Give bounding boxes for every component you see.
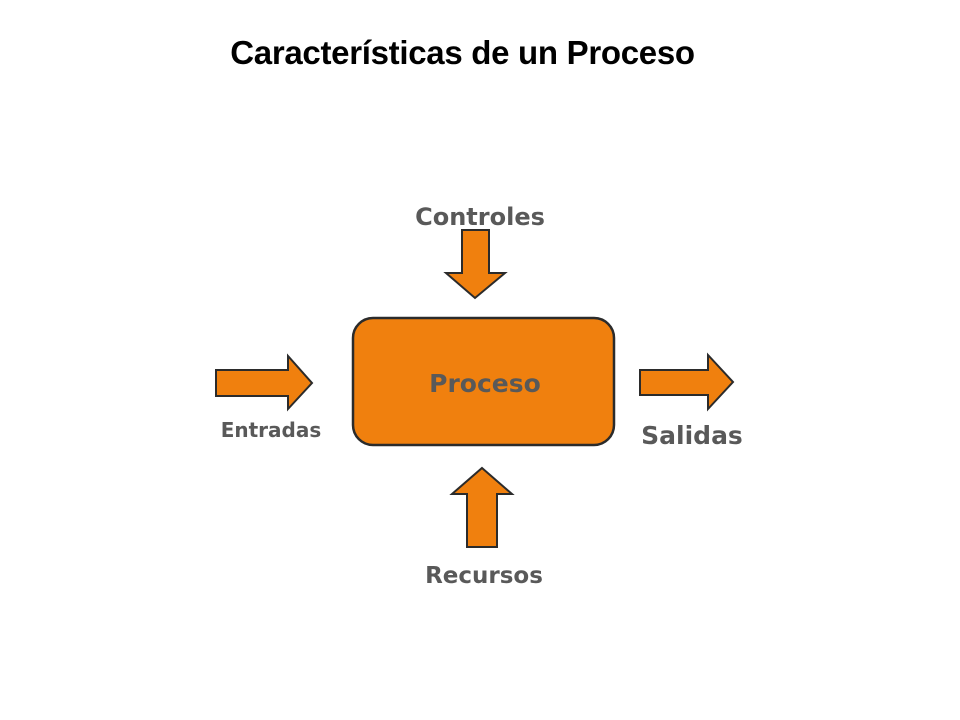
- slide-title: Características de un Proceso: [230, 34, 695, 71]
- controls-label: Controles: [415, 203, 545, 231]
- process-box: [351, 316, 616, 447]
- outputs-arrow: [639, 352, 735, 412]
- resources-label: Recursos: [425, 563, 543, 589]
- process-label: Proceso: [429, 369, 541, 398]
- inputs-label: Entradas: [221, 418, 322, 442]
- controls-arrow: [443, 229, 508, 300]
- outputs-label: Salidas: [641, 421, 743, 450]
- inputs-arrow: [215, 353, 314, 412]
- resources-arrow: [449, 466, 515, 548]
